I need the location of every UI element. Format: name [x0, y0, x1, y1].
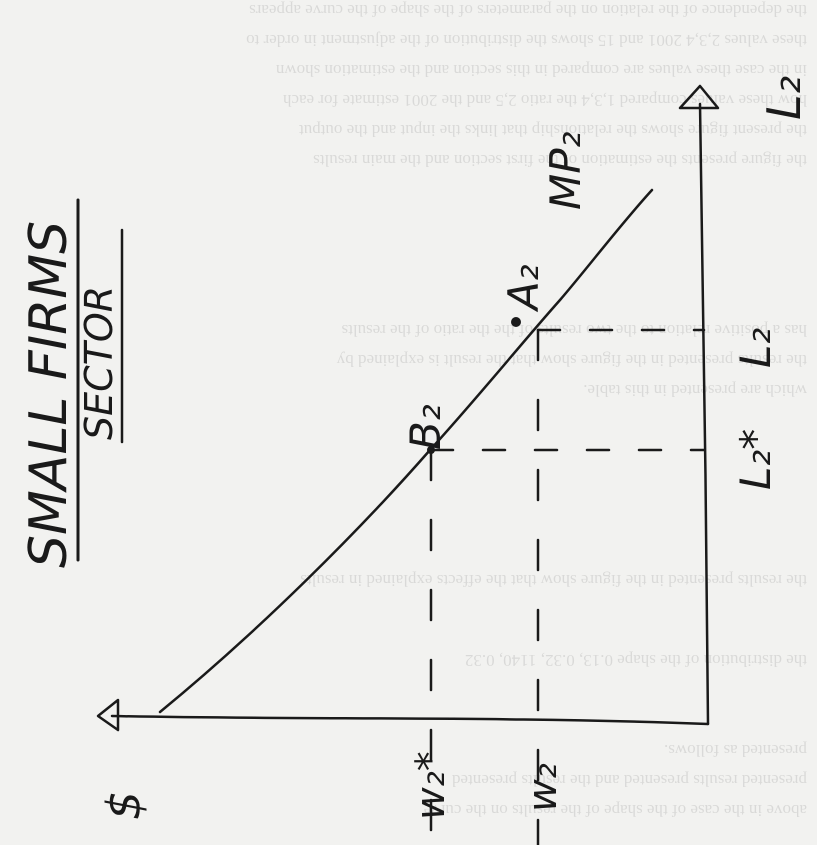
bleed-line: the distribution of the shape 0.13, 0.32… — [465, 651, 807, 670]
bleed-line: the present figure shows the relationshi… — [299, 121, 807, 140]
point-a — [511, 317, 521, 327]
bleed-line: has a positive relation to the two resul… — [342, 321, 808, 340]
bleed-line: the results presented in the figure show… — [300, 571, 807, 590]
wage-star-tick-label: w₂* — [408, 751, 454, 820]
y-axis-label: L₂ — [757, 76, 811, 120]
bleed-line: presented as follows. — [664, 741, 807, 760]
bleed-line: the figure presents the estimation of th… — [313, 151, 807, 170]
bleed-line: which are presented in this table. — [583, 381, 807, 400]
sector-subtitle: SECTOR — [77, 286, 121, 440]
bleed-line: the results presented in the figure show… — [336, 351, 807, 370]
bleed-line: these values 2,3,4 2001 and 15 shows the… — [246, 31, 807, 50]
bleed-line: in the case these values are compared in… — [275, 61, 807, 80]
point-b — [427, 446, 435, 454]
point-b-label: B₂ — [401, 404, 450, 450]
marginal-product-curve — [158, 188, 654, 714]
bleed-line: the dependence of the relation on the pa… — [249, 1, 807, 20]
vertical-axis-arrowhead — [678, 84, 720, 110]
vertical-axis — [698, 102, 710, 726]
bleed-line: how these values compared 1,3,4 the rati… — [283, 91, 807, 110]
bleed-line: above in the case of the shape of the re… — [424, 801, 807, 820]
bleed-line: presented results presented and the resu… — [452, 771, 807, 790]
point-a-label: A₂ — [499, 264, 548, 313]
labor-star-tick-label: L₂* — [731, 429, 780, 490]
origin-label: $ — [97, 791, 151, 820]
horizontal-axis — [110, 714, 710, 726]
bleed-through-text: the dependence of the relation on the pa… — [246, 1, 807, 820]
sector-title: SMALL FIRMS — [19, 221, 79, 568]
mp-curve-label: MP₂ — [541, 131, 590, 210]
wage-tick-label: w₂ — [520, 763, 566, 812]
labor-tick-label: L₂ — [731, 328, 780, 368]
horizontal-axis-arrowhead — [96, 698, 120, 732]
